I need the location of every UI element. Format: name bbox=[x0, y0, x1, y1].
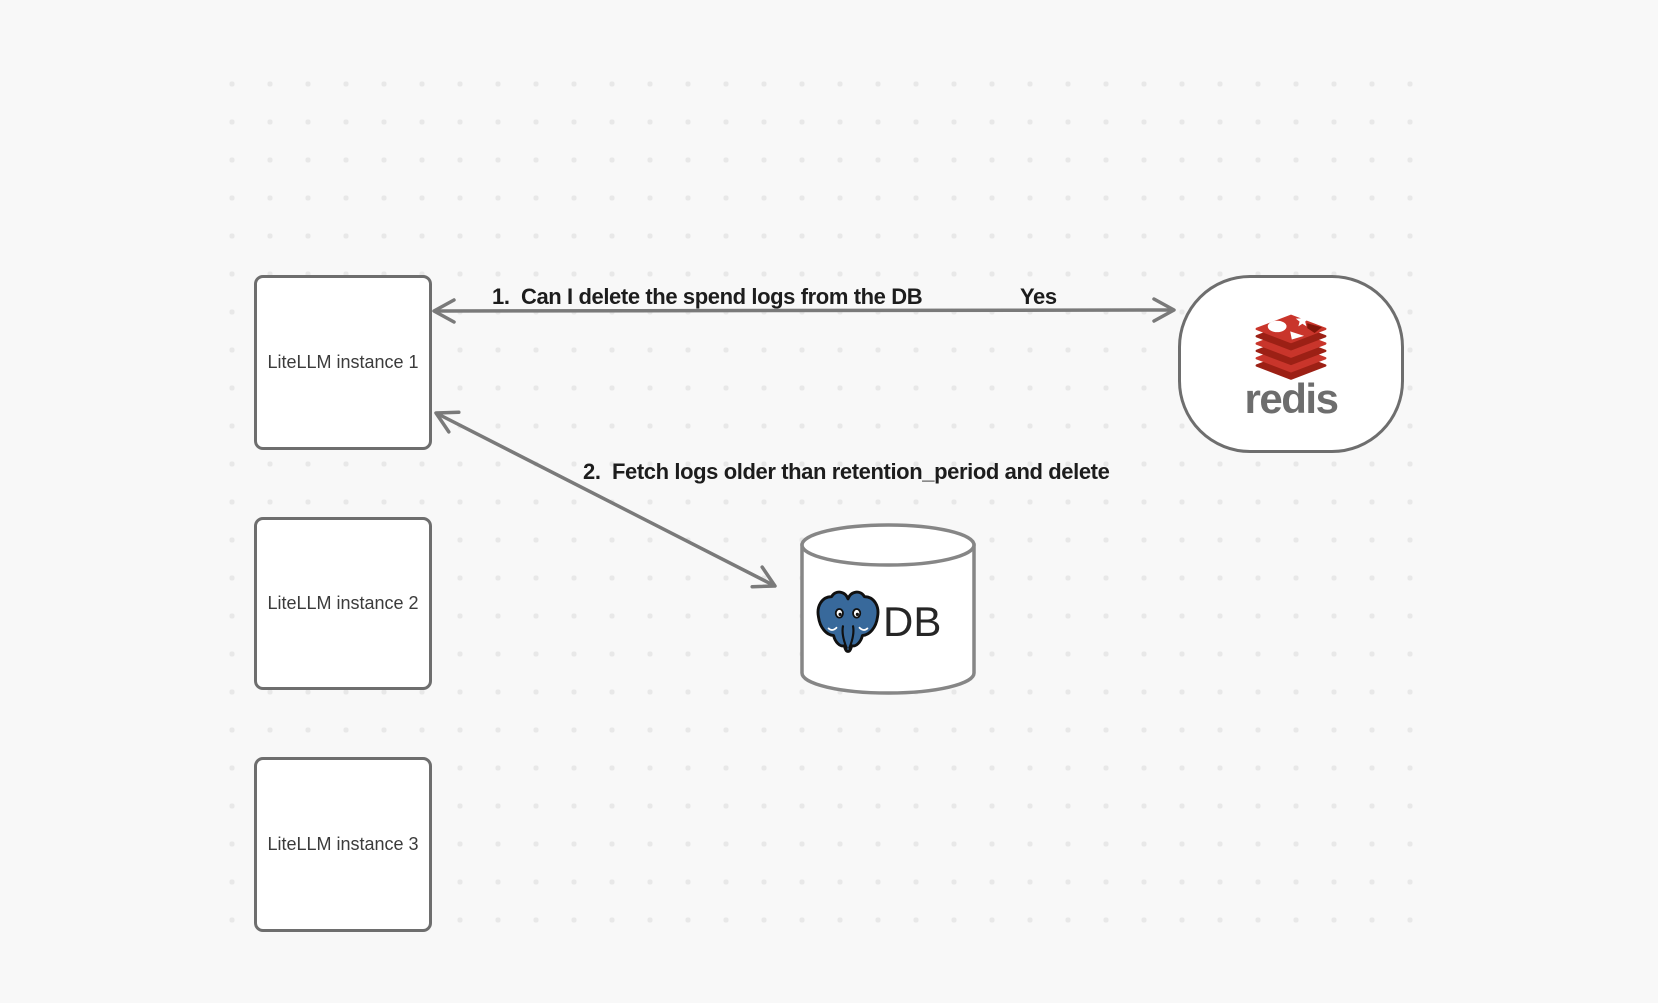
arrow-2-label[interactable]: 2. Fetch logs older than retention_perio… bbox=[583, 459, 1110, 484]
database-label: DB bbox=[883, 598, 942, 645]
redis-wordmark: redis bbox=[1244, 375, 1339, 423]
arrow-1-response-label[interactable]: Yes bbox=[1020, 284, 1057, 309]
litellm-instance-3-label: LiteLLM instance 3 bbox=[267, 834, 419, 854]
postgresql-elephant-icon bbox=[816, 590, 880, 653]
database-cylinder-icon bbox=[800, 523, 976, 695]
litellm-instance-2-label: LiteLLM instance 2 bbox=[267, 593, 419, 613]
redis-logo-icon bbox=[1255, 314, 1327, 380]
database-node[interactable]: DB bbox=[799, 522, 977, 697]
arrow-1-label[interactable]: 1. Can I delete the spend logs from the … bbox=[492, 284, 923, 309]
litellm-instance-1-label: LiteLLM instance 1 bbox=[267, 352, 419, 372]
litellm-instance-3-node[interactable]: LiteLLM instance 3 bbox=[254, 757, 432, 932]
arrow-2[interactable] bbox=[434, 410, 777, 589]
redis-node[interactable]: redis bbox=[1178, 275, 1404, 453]
arrow-1[interactable] bbox=[432, 297, 1176, 324]
litellm-instance-1-node[interactable]: LiteLLM instance 1 bbox=[254, 275, 432, 450]
litellm-instance-2-node[interactable]: LiteLLM instance 2 bbox=[254, 517, 432, 690]
